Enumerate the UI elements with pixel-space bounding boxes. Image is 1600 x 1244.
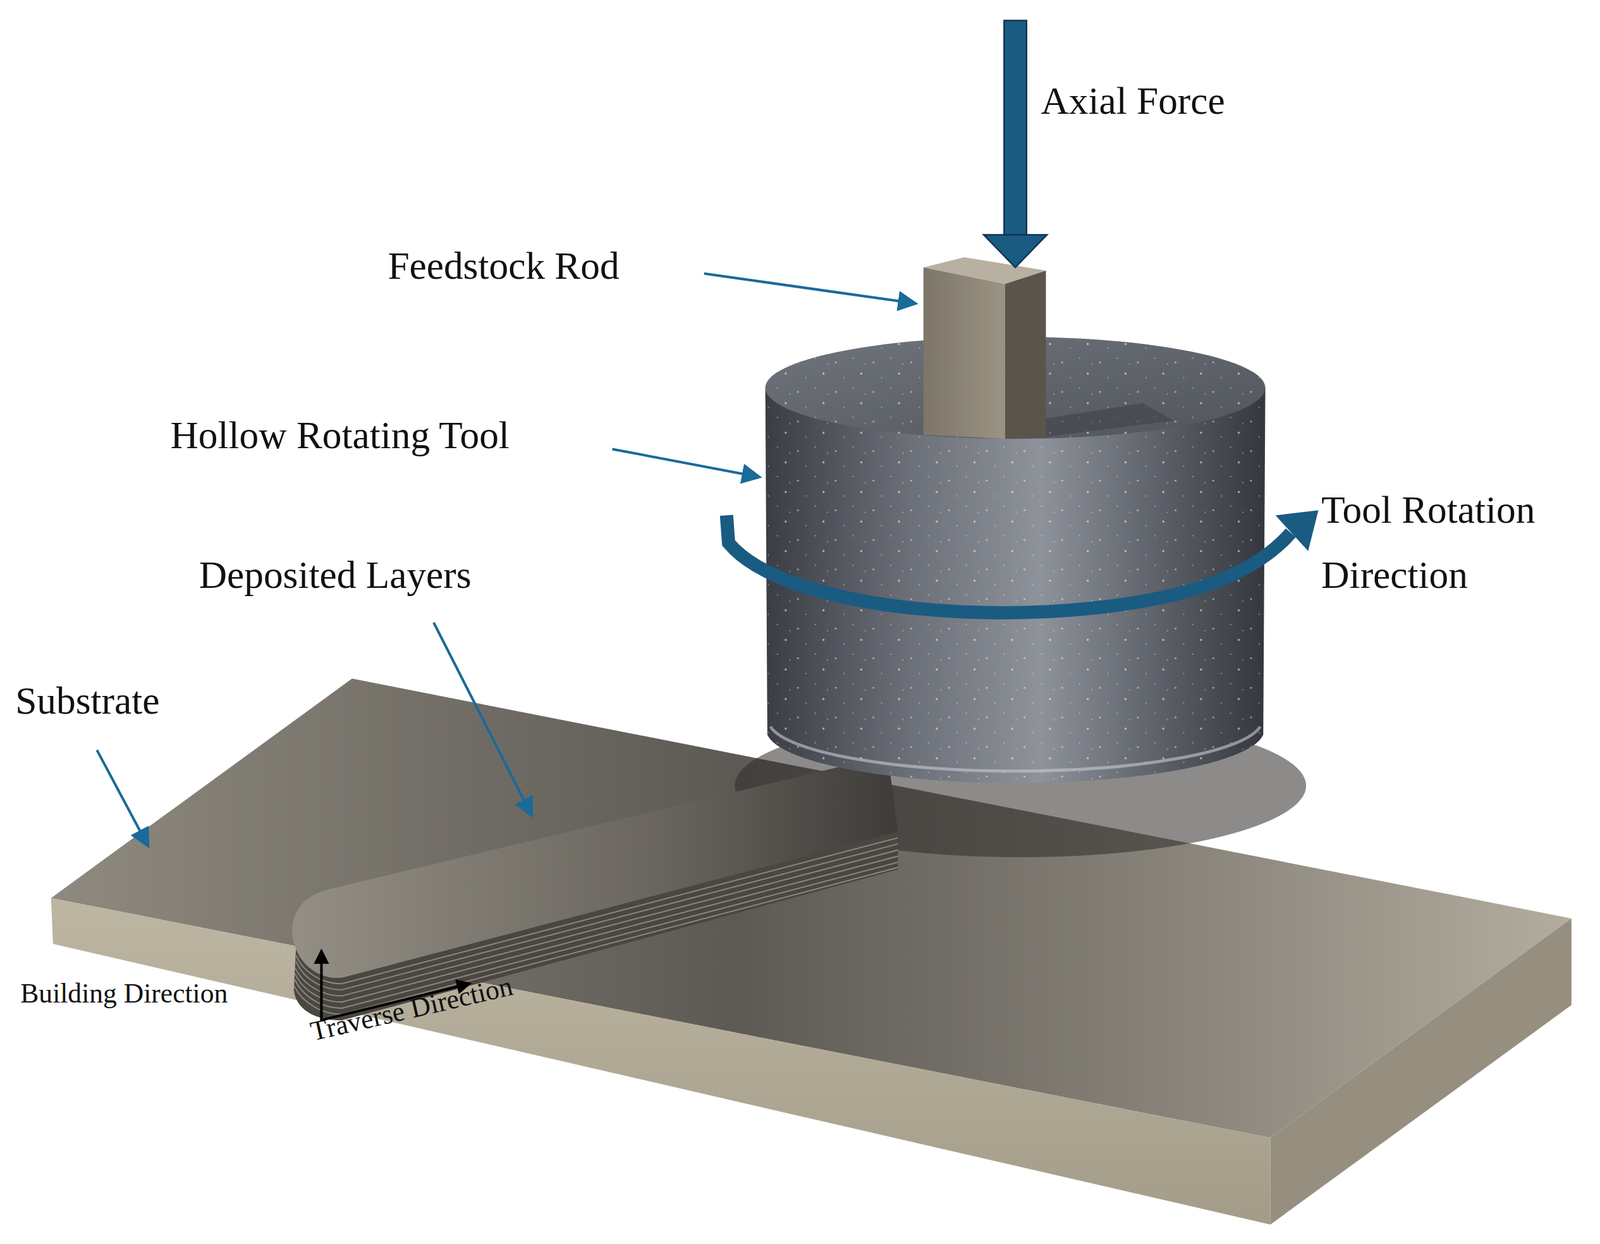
axial-arrow-shaft [1003,20,1027,237]
rod-side [1005,270,1047,439]
rotation-arrowhead [1275,510,1319,552]
leader-lines [96,273,913,844]
tool-rim [770,726,1261,771]
part-label: Deposited Layers [199,551,472,599]
deposit-top [292,755,898,978]
motion-label: Tool Rotation Direction [1321,477,1600,608]
part-label: Feedstock Rod [387,242,619,290]
axial-arrowhead [983,234,1047,268]
part-label: Hollow Rotating Tool [170,412,510,459]
rotation-arrow [726,515,1291,613]
substrate-front [51,898,1271,1226]
rod-top [923,257,1047,284]
substrate-side [1270,918,1572,1225]
part-label: Substrate [15,677,160,725]
force-label: Axial Force [1040,77,1225,125]
axis-label: Building Direction [20,976,228,1010]
rod-front [923,267,1006,439]
